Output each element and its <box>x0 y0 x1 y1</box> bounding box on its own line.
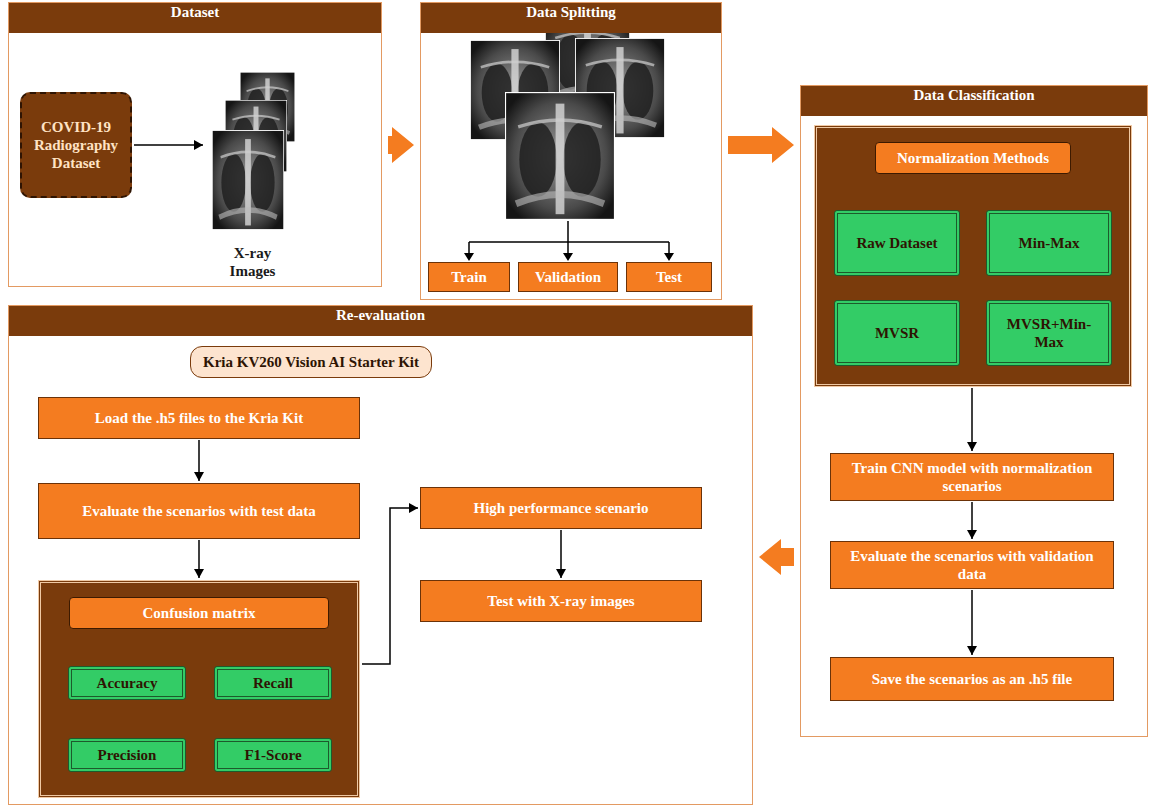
arrowhead <box>967 442 977 451</box>
box-label: High performance scenario <box>474 499 649 517</box>
flow-arrow <box>759 539 794 575</box>
split-arrowheads <box>464 253 674 261</box>
flow-arrow <box>728 127 794 163</box>
box-label: Test <box>656 268 682 286</box>
metric-box: Precision <box>68 738 186 772</box>
process-box: Evaluate the scenarios with test data <box>38 483 360 539</box>
section-title: Re-evaluation <box>9 306 752 336</box>
process-box: Save the scenarios as an .h5 file <box>830 657 1114 701</box>
metric-group: Confusion matrixAccuracy RecallPrecision F… <box>38 580 360 798</box>
xray-stack <box>212 72 295 230</box>
dataset-box: COVID-19 Radiography Dataset <box>20 92 132 198</box>
process-box: Test with X-ray images <box>420 580 702 622</box>
connector <box>362 503 418 664</box>
box-label: Accuracy <box>97 674 158 692</box>
connector-line <box>134 144 203 146</box>
split-box: Test <box>626 262 712 292</box>
connector-line <box>362 508 418 664</box>
section-panel: Re-evaluationKria KV260 Vision AI Starte… <box>8 305 753 805</box>
metric-box: Recall <box>214 666 332 700</box>
arrowhead <box>194 472 204 481</box>
method-box: Raw Dataset <box>834 210 960 276</box>
section-panel: DatasetCOVID-19 Radiography DatasetX-ray… <box>8 2 382 287</box>
box-label: Evaluate the scenarios with validation d… <box>839 547 1105 583</box>
metric-box: F1-Score <box>214 738 332 772</box>
arrowhead <box>967 530 977 539</box>
box-label: F1-Score <box>244 746 301 764</box>
split-tree <box>469 221 669 254</box>
process-box: Evaluate the scenarios with validation d… <box>830 541 1114 589</box>
arrowhead <box>194 140 203 150</box>
connector <box>388 127 414 163</box>
section-title: Data Splitting <box>421 3 721 33</box>
box-label: Train CNN model with normalization scena… <box>839 459 1105 495</box>
connector <box>967 502 977 539</box>
group-title: Normalization Methods <box>875 142 1071 174</box>
box-label: Kria KV260 Vision AI Starter Kit <box>203 353 419 371</box>
section-title: Data Classification <box>801 86 1147 116</box>
connector <box>134 140 203 150</box>
box-label: Min-Max <box>1019 234 1080 252</box>
metric-box: Accuracy <box>68 666 186 700</box>
flow-arrow <box>388 127 414 163</box>
connector <box>194 540 204 578</box>
connector <box>967 388 977 451</box>
connector <box>556 530 566 578</box>
split-box: Train <box>428 262 510 292</box>
split-box: Validation <box>518 262 618 292</box>
box-label: Save the scenarios as an .h5 file <box>872 670 1072 688</box>
box-label: Train <box>451 268 487 286</box>
group-title: Confusion matrix <box>69 597 329 629</box>
arrowhead <box>409 503 418 513</box>
arrowhead <box>194 569 204 578</box>
image-stack: X-ray Images <box>205 70 300 280</box>
section-title: Dataset <box>9 3 381 33</box>
method-box: MVSR <box>834 300 960 366</box>
process-box: High performance scenario <box>420 487 702 529</box>
connector <box>967 590 977 655</box>
process-box: Train CNN model with normalization scena… <box>830 453 1114 501</box>
box-label: Validation <box>535 268 601 286</box>
arrowhead <box>556 569 566 578</box>
box-label: Precision <box>98 746 157 764</box>
connector <box>728 127 794 163</box>
method-box: Min-Max <box>986 210 1112 276</box>
xray-stack <box>470 12 665 220</box>
box-label: Evaluate the scenarios with test data <box>82 502 316 520</box>
box-label: MVSR+Min-Max <box>998 315 1100 351</box>
box-label: Test with X-ray images <box>487 592 634 610</box>
box-label: Recall <box>253 674 293 692</box>
box-label: Raw Dataset <box>856 234 937 252</box>
device-label: Kria KV260 Vision AI Starter Kit <box>190 346 432 378</box>
connector-line <box>971 590 973 655</box>
section-panel: Data ClassificationNormalization Methods… <box>800 85 1148 737</box>
box-label: COVID-19 Radiography Dataset <box>30 118 122 172</box>
box-label: Load the .h5 files to the Kria Kit <box>95 409 303 427</box>
method-box: MVSR+Min-Max <box>986 300 1112 366</box>
section-panel: Data SplittingTrain Validation Test <box>420 2 722 300</box>
connector <box>194 440 204 481</box>
method-group: Normalization MethodsRaw Dataset Min-MaxM… <box>814 125 1132 387</box>
connector-line <box>971 388 973 451</box>
box-label: MVSR <box>875 324 919 342</box>
process-box: Load the .h5 files to the Kria Kit <box>38 397 360 439</box>
arrowhead <box>967 646 977 655</box>
box-label: X-ray Images <box>218 244 288 280</box>
connector <box>759 539 794 575</box>
